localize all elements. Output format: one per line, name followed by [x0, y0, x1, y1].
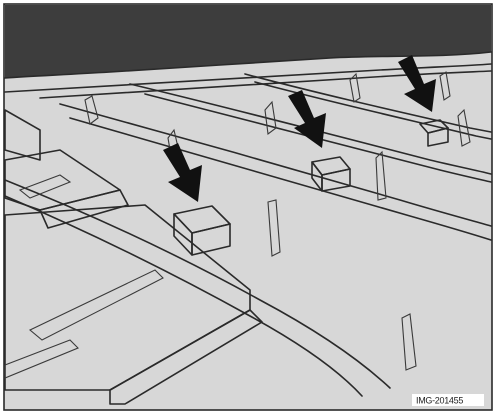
image-id-caption: IMG-201455: [416, 396, 463, 406]
